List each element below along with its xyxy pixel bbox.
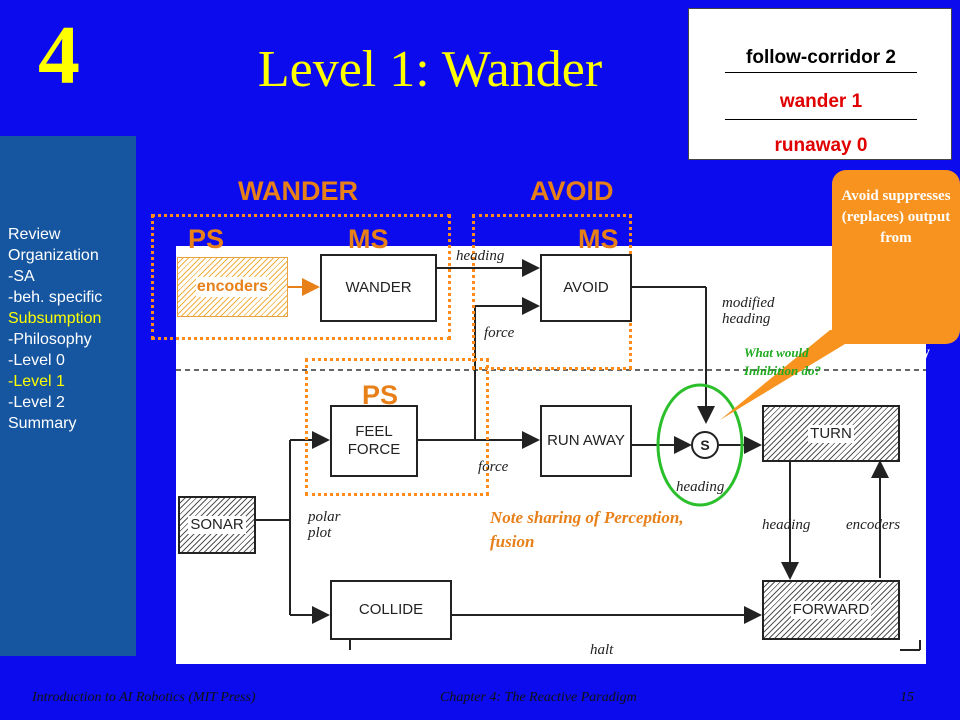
footer-page: 15 (900, 690, 914, 705)
ps-label: PS (188, 224, 225, 254)
avoid-box: AVOID (540, 254, 632, 322)
sidebar-item[interactable]: -Level 0 (8, 352, 65, 369)
wander-box: WANDER (320, 254, 437, 322)
sidebar-item[interactable]: -beh. specific (8, 289, 103, 306)
edge-label-modified-heading: modified heading (722, 295, 775, 327)
edge-label-heading: heading (676, 479, 725, 495)
level-legend: follow-corridor 2 wander 1 runaway 0 (688, 8, 952, 160)
sidebar-item[interactable]: -Philosophy (8, 331, 92, 348)
shared-ps-outline (305, 358, 489, 496)
run-away-box: RUN AWAY (540, 405, 632, 477)
legend-divider (725, 119, 917, 120)
slide-title: Level 1: Wander (257, 41, 603, 98)
ms-label: MS (578, 224, 619, 254)
edge-label-heading: heading (762, 517, 811, 533)
sidebar-item[interactable]: -Level 2 (8, 394, 65, 411)
sidebar-outline: Review Organization -SA -beh. specific S… (0, 136, 136, 656)
encoders-box-label: encoders (195, 277, 270, 297)
feel-force-box: FEEL FORCE (330, 405, 418, 477)
wander-group-label: WANDER (238, 176, 358, 206)
turn-box-label: TURN (808, 424, 854, 443)
sonar-box-label: SONAR (188, 516, 246, 534)
footer: Introduction to AI Robotics (MIT Press) … (0, 690, 960, 710)
slide-number: 4 (38, 9, 80, 102)
wander-group-outline (151, 214, 451, 340)
footer-chapter: Chapter 4: The Reactive Paradigm (440, 690, 637, 705)
level-follow-corridor: follow-corridor 2 (746, 47, 896, 68)
edge-label-encoders: encoders (846, 517, 901, 533)
sidebar-item[interactable]: Review (8, 226, 61, 243)
encoders-box: encoders (177, 257, 288, 317)
forward-box-label: FORWARD (790, 601, 872, 619)
edge-fragment: y (922, 344, 930, 361)
edge-label-halt: halt (590, 642, 614, 658)
avoid-group-label: AVOID (530, 176, 614, 206)
suppressor-node: S (700, 437, 710, 453)
ms-label: MS (348, 224, 389, 254)
sidebar-item[interactable]: Organization (8, 247, 99, 264)
turn-box: TURN (762, 405, 900, 462)
edge-label-polar-plot: polar plot (308, 509, 341, 541)
sidebar-item-current[interactable]: -Level 1 (8, 373, 65, 390)
sidebar-item-current[interactable]: Subsumption (8, 310, 102, 327)
level-runaway: runaway 0 (774, 135, 868, 156)
sidebar-item[interactable]: Summary (8, 415, 77, 432)
note-sharing: Note sharing of Perception, fusion (490, 508, 684, 551)
sidebar-item[interactable]: -SA (8, 268, 35, 285)
sonar-box: SONAR (178, 496, 256, 554)
question-inhibition: What would Inhibition do? (744, 345, 821, 378)
level-wander: wander 1 (779, 91, 863, 112)
edge-label-force: force (484, 325, 515, 341)
edge-label-force: force (478, 459, 509, 475)
edge-label-heading: heading (456, 248, 505, 264)
legend-divider (725, 72, 917, 73)
footer-book: Introduction to AI Robotics (MIT Press) (32, 690, 256, 705)
forward-box: FORWARD (762, 580, 900, 640)
callout-bubble: Avoid suppresses (replaces) output from (832, 170, 960, 344)
collide-box: COLLIDE (330, 580, 452, 640)
